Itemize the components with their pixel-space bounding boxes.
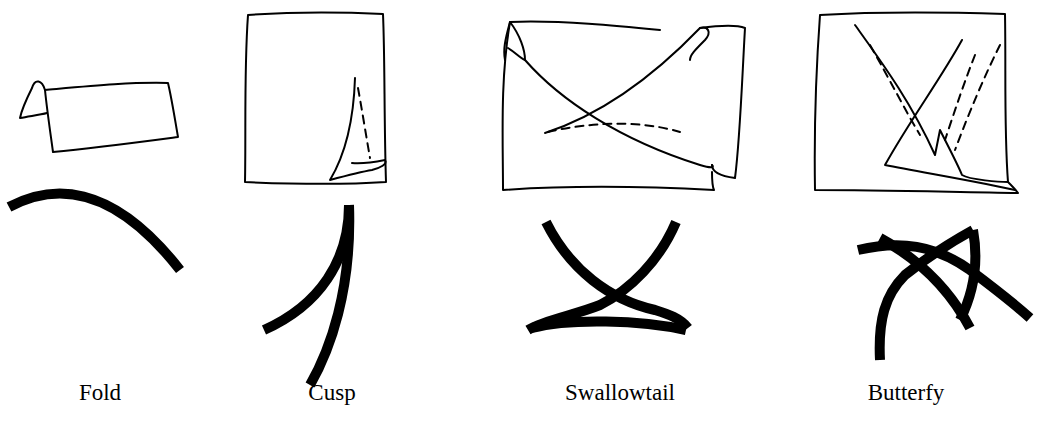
fold-flap (20, 81, 47, 118)
catastrophe-label: Fold (79, 380, 121, 406)
cusp-curve-right (310, 205, 349, 385)
butterfly-hidden-edges (870, 45, 1000, 150)
cusp-sheet (245, 13, 386, 184)
catastrophe-label: Butterfy (868, 380, 945, 406)
swallowtail-sheet (503, 22, 745, 190)
butterfly-fold-a (855, 25, 1008, 182)
fold-curve (9, 193, 180, 270)
butterfly-fold-b (885, 40, 1015, 190)
butterfly-curve-d (960, 230, 975, 320)
cusp-fold (330, 78, 386, 180)
butterfly-curve-c (880, 230, 973, 360)
swallowtail-fold-b (545, 28, 709, 133)
catastrophe-label: Cusp (308, 380, 355, 406)
fold-sheet (45, 83, 178, 152)
swallowtail-left-curl (504, 22, 525, 60)
swallowtail-fold-a (525, 60, 713, 167)
swallowtail-curve-c (532, 321, 686, 330)
catastrophe-label: Swallowtail (565, 380, 675, 406)
swallowtail-hidden-edge (548, 124, 680, 132)
butterfly-sheet (815, 13, 1018, 193)
swallowtail-curve-b (528, 222, 676, 330)
cusp-hidden-edge (358, 88, 370, 158)
